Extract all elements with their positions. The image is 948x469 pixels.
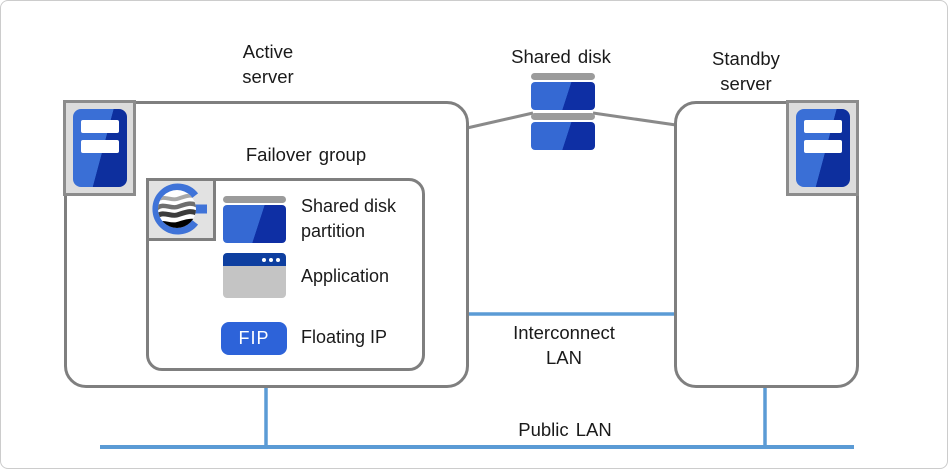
server-slot-bar <box>80 120 119 133</box>
interconnect-lan-label: Interconnect LAN <box>513 322 615 368</box>
shared-disk-icon <box>531 73 595 153</box>
fip-badge-text: FIP <box>238 328 270 348</box>
public-lan-label: Public LAN <box>518 419 612 440</box>
disk-platter <box>531 122 595 150</box>
disk-to-standby-line <box>592 111 677 127</box>
disk-to-active-line <box>466 111 534 130</box>
server-slot-bar <box>803 120 842 133</box>
failover-group-label: Failover group <box>245 144 367 165</box>
active-server-icon <box>63 100 136 196</box>
active-server-label: Active server <box>242 41 294 87</box>
cluster-logo-plate <box>146 178 216 241</box>
server-slot-bar <box>803 140 842 153</box>
shared-disk-label: Shared disk <box>511 46 611 67</box>
window-dot-icon <box>276 257 280 262</box>
app-window-titlebar <box>223 253 286 266</box>
disk-partition-icon <box>223 196 286 243</box>
server-tower-icon <box>795 109 850 187</box>
disk-top-bar <box>531 73 595 80</box>
standby-server-icon <box>786 100 859 196</box>
window-dot-icon <box>262 257 266 262</box>
standby-server-label: Standby server <box>712 48 780 94</box>
fip-badge: FIP <box>221 322 287 355</box>
floating-ip-label: Floating IP <box>301 327 388 347</box>
disk-top-bar <box>531 113 595 120</box>
expresscluster-logo-icon <box>152 183 207 235</box>
disk-platter <box>531 82 595 110</box>
server-tower-icon <box>72 109 127 187</box>
disk-platter <box>223 205 286 243</box>
disk-top-bar <box>223 196 286 203</box>
app-window-body <box>223 266 286 298</box>
application-label: Application <box>301 266 390 286</box>
server-slot-bar <box>80 140 119 153</box>
disk-partition-label: Shared disk partition <box>301 196 397 241</box>
application-icon <box>223 253 286 298</box>
window-dot-icon <box>269 257 273 262</box>
